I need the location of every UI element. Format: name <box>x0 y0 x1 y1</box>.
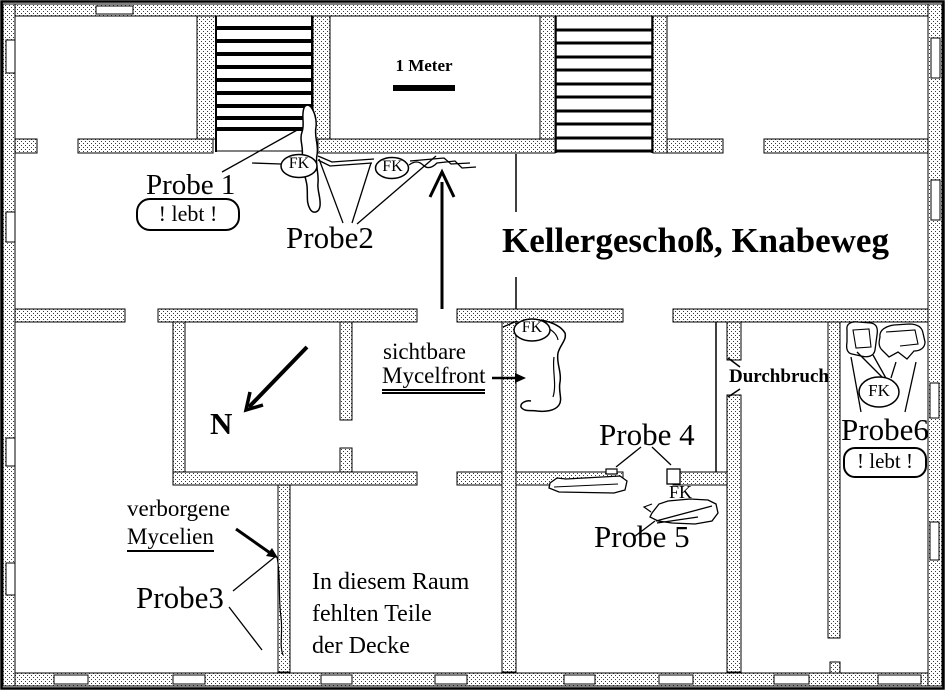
probe1-label: Probe 1 <box>146 169 236 201</box>
fk-marker-2: FK <box>382 158 403 175</box>
hidden-mycelia-label-line1: verborgene <box>127 496 231 521</box>
fk-ellipse-1 <box>280 153 318 179</box>
room-note: In diesem Raum fehlten Teile der Decke <box>312 566 469 662</box>
room-note-line3: der Decke <box>312 633 410 659</box>
fk-markers <box>280 153 900 408</box>
probe1-status-badge: ! lebt ! <box>136 198 240 231</box>
scale-bar <box>393 85 455 91</box>
plan-title: Kellergeschoß, Knabeweg <box>502 221 889 260</box>
windows-layer <box>5 5 941 685</box>
room-note-line1: In diesem Raum <box>312 569 470 595</box>
probe2-label: Probe2 <box>286 220 374 255</box>
fk-marker-1: FK <box>288 155 310 172</box>
mycelfront-label-line2: Mycelfront <box>382 363 486 394</box>
direction-arrow-up <box>428 168 456 309</box>
probe5-label: Probe 5 <box>594 519 690 554</box>
fk-marker-6: FK <box>868 381 890 400</box>
north-arrow <box>243 345 309 413</box>
leader-lines <box>221 128 917 651</box>
probe6-label: Probe6 <box>841 412 929 447</box>
fk-ellipse-6 <box>858 376 900 408</box>
fk-marker-5: FK <box>669 482 693 502</box>
hidden-mycelia-arrow <box>235 527 278 558</box>
hidden-mycelia-label-line2: Mycelien <box>127 524 214 552</box>
staircase-1 <box>215 16 318 152</box>
staircase-2 <box>555 16 653 153</box>
room-note-line2: fehlten Teile <box>312 601 432 627</box>
scale-label: 1 Meter <box>395 56 453 75</box>
probe6-status-badge: ! lebt ! <box>843 447 927 478</box>
mycelfront-label-line1: sichtbare <box>383 339 467 364</box>
fk-ellipse-3 <box>513 318 551 342</box>
probe3-label: Probe3 <box>136 580 224 615</box>
fk-ellipse-2 <box>374 156 410 180</box>
construction-lines <box>515 154 741 472</box>
north-label: N <box>210 406 233 441</box>
fk-marker-3: FK <box>521 319 543 336</box>
probe4-label: Probe 4 <box>599 417 695 452</box>
durchbruch-label: Durchbruch <box>729 366 829 387</box>
mycelfront-arrow <box>492 373 526 383</box>
